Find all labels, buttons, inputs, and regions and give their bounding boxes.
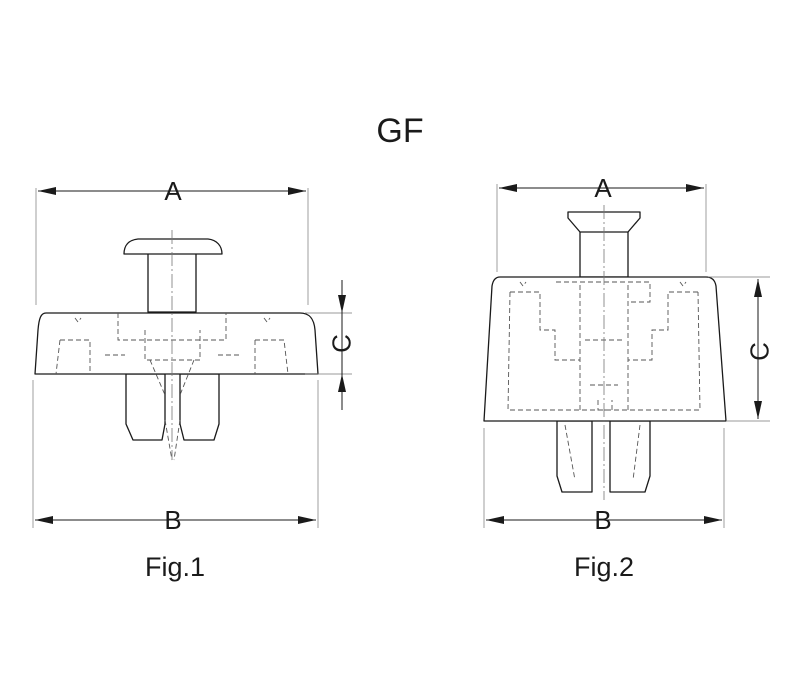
fig1-dim-a-arrow-right — [288, 187, 306, 195]
fig2-dim-b-label: B — [594, 505, 612, 535]
fig2-leg-left — [556, 420, 593, 493]
figure-1-caption: Fig.1 — [144, 552, 206, 582]
fig2-dim-c-label: C — [744, 342, 775, 361]
fig1-dim-b-arrow-right — [298, 516, 316, 524]
figure-2-caption: Fig.2 — [573, 552, 635, 582]
fig1-dim-b-label: B — [164, 505, 182, 535]
fig1-dim-a-arrow-left — [38, 187, 56, 195]
fig1-pin-head — [123, 238, 223, 255]
fig2-extension-lines — [483, 184, 770, 528]
fig1-dim-c-label: C — [326, 334, 357, 353]
fig2-main-body — [483, 276, 727, 422]
drawing-title: GF — [376, 112, 424, 150]
fig2-dim-a-arrow-right — [686, 184, 704, 192]
fig2-leg-right — [609, 420, 651, 493]
fig2-dim-a-arrow-left — [499, 184, 517, 192]
fig2-dim-c-arrow-top — [754, 279, 762, 297]
fig2-dim-a-label: A — [594, 173, 612, 203]
figure-1-drawing — [32, 187, 352, 528]
fig2-dim-c-arrow-bottom — [754, 401, 762, 419]
fig2-dim-b-arrow-right — [704, 516, 722, 524]
fig2-dim-b-arrow-left — [486, 516, 504, 524]
fig1-leg-right — [179, 373, 220, 441]
fig1-dim-c-arrow-bottom — [338, 374, 346, 392]
fig1-dim-a-label: A — [164, 176, 182, 206]
fig1-dim-c-arrow-top — [338, 295, 346, 313]
fig1-extension-lines — [32, 188, 352, 528]
fig1-dim-b-arrow-left — [35, 516, 53, 524]
figure-2-drawing — [483, 184, 770, 528]
fig1-leg-left — [125, 373, 166, 441]
fig1-base-body — [34, 312, 319, 375]
